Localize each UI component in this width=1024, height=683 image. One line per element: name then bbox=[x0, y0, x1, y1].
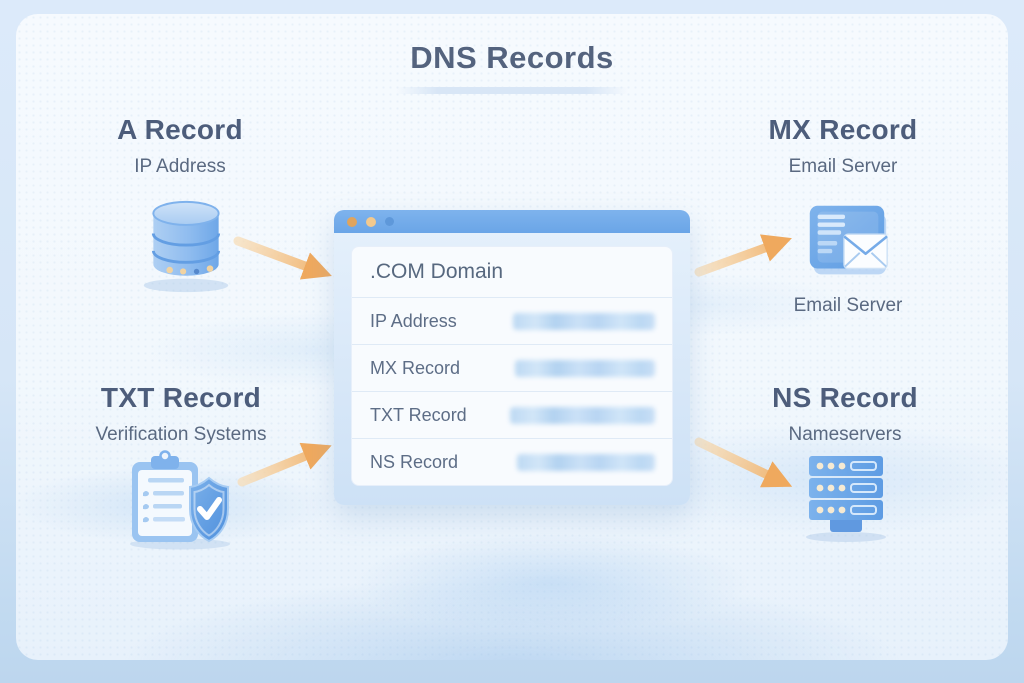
txt-record-label-group: TXT Record Verification Systems bbox=[46, 382, 316, 446]
redacted-value-bar bbox=[515, 359, 655, 377]
window-titlebar bbox=[334, 210, 690, 233]
window-dot-orange-icon bbox=[347, 216, 357, 227]
email-server-icon bbox=[809, 205, 888, 275]
redacted-value-bar bbox=[513, 312, 655, 330]
arrow-a-record-to-domain bbox=[233, 236, 332, 280]
a-record-label-group: A Record IP Address bbox=[55, 114, 305, 178]
browser-window: .COM Domain IP Address MX Record TXT Rec… bbox=[334, 210, 690, 505]
email-server-caption: Email Server bbox=[793, 295, 903, 316]
nameserver-rack-icon bbox=[806, 456, 886, 542]
txt-record-subtitle: Verification Systems bbox=[95, 424, 267, 445]
redacted-value-bar bbox=[517, 453, 655, 471]
title-block: DNS Records bbox=[0, 40, 1024, 94]
title-underline bbox=[396, 87, 628, 94]
txt-record-heading: TXT Record bbox=[100, 382, 262, 413]
mx-record-label-group: MX Record Email Server bbox=[718, 114, 968, 178]
record-row-label: TXT Record bbox=[370, 404, 467, 425]
record-row-label: MX Record bbox=[370, 357, 461, 378]
record-row-label: IP Address bbox=[370, 310, 457, 331]
page-title: DNS Records bbox=[410, 40, 614, 75]
ns-record-label-group: NS Record Nameservers bbox=[720, 382, 970, 446]
redacted-value-bar bbox=[510, 406, 655, 424]
database-icon bbox=[143, 200, 229, 293]
record-row-label: NS Record bbox=[370, 451, 459, 472]
ns-record-heading: NS Record bbox=[772, 382, 918, 413]
window-dot-tan-icon bbox=[366, 216, 376, 227]
record-row-ns: NS Record bbox=[352, 439, 672, 485]
record-row-txt: TXT Record bbox=[352, 392, 672, 439]
ns-record-subtitle: Nameservers bbox=[788, 424, 902, 445]
arrow-txt-record-to-domain bbox=[237, 442, 332, 487]
arrow-domain-to-mx-record bbox=[694, 234, 792, 277]
dns-records-panel: .COM Domain IP Address MX Record TXT Rec… bbox=[351, 246, 673, 486]
a-record-subtitle: IP Address bbox=[134, 156, 226, 177]
domain-header: .COM Domain bbox=[352, 247, 672, 298]
record-row-mx: MX Record bbox=[352, 345, 672, 392]
window-dot-blue-icon bbox=[385, 217, 394, 226]
record-row-ip: IP Address bbox=[352, 298, 672, 345]
arrow-domain-to-ns-record bbox=[694, 437, 793, 488]
clipboard-shield-icon bbox=[130, 450, 230, 550]
a-record-heading: A Record bbox=[117, 114, 243, 145]
mx-record-subtitle: Email Server bbox=[788, 156, 898, 177]
mx-record-heading: MX Record bbox=[768, 114, 918, 145]
